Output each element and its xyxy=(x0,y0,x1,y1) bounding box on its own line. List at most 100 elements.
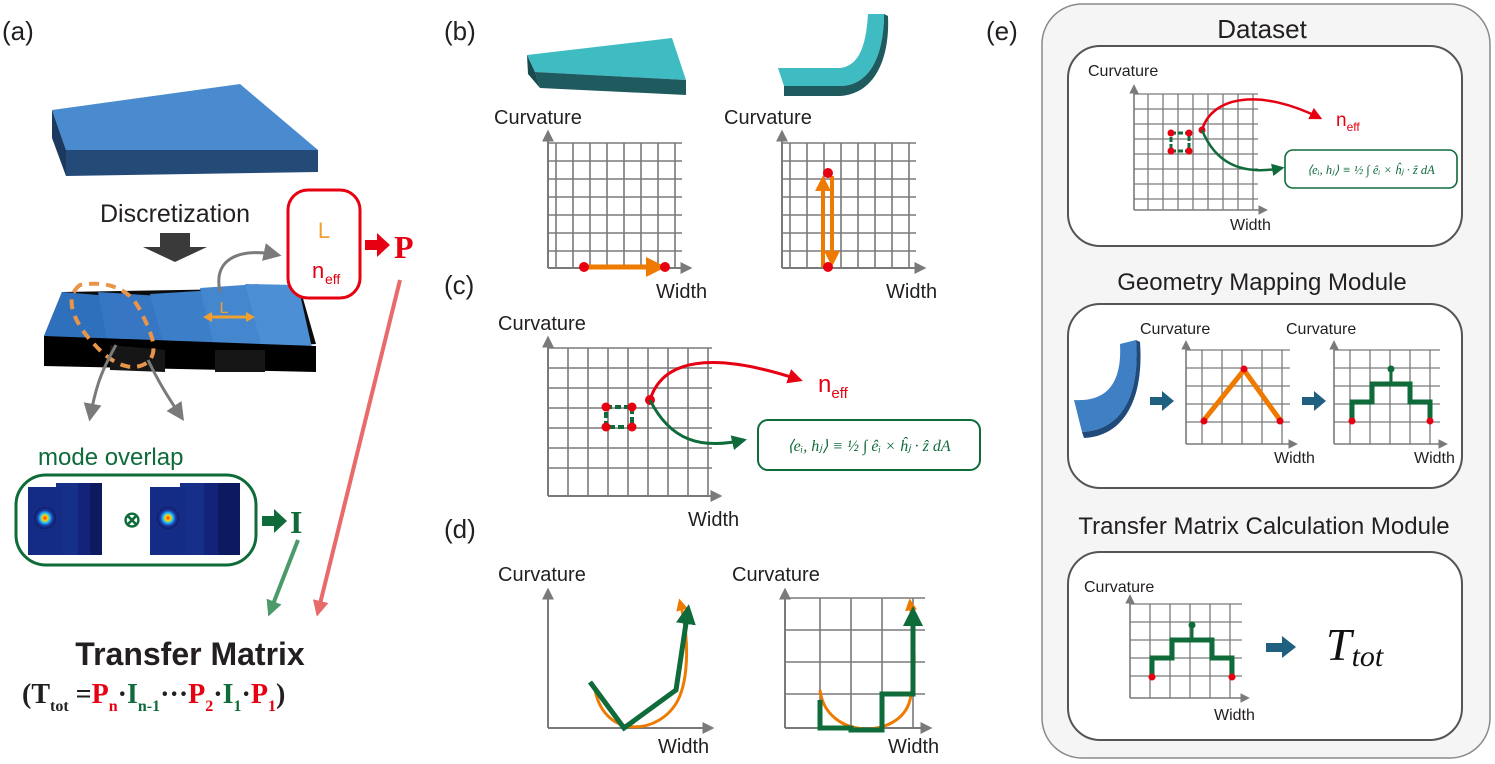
panel-a: (a) Discretization xyxy=(2,16,414,715)
tmc-box xyxy=(1067,551,1463,741)
gmm-right-peak-dot xyxy=(1387,365,1395,373)
d-right-curve xyxy=(818,598,918,731)
dataset-overlap-box xyxy=(1284,149,1458,189)
gmm-right-xlabel: Width xyxy=(1414,450,1455,467)
grid-b-right xyxy=(776,129,927,274)
dataset-ylabel: Curvature xyxy=(1088,63,1158,80)
segment-length-arrow xyxy=(203,312,255,322)
segment-parameter-box xyxy=(286,188,362,300)
c-xlabel: Width xyxy=(688,509,739,531)
c-overlap-integral: ⟨eᵢ, hⱼ⟩ ≡ ½ ∫ êᵢ × ĥⱼ · ẑ dA xyxy=(787,436,951,456)
bent-waveguide-3d xyxy=(778,14,889,96)
panel-c-label: (c) xyxy=(444,270,474,300)
tmc-xlabel: Width xyxy=(1214,707,1255,724)
discretization-label: Discretization xyxy=(100,200,250,228)
to-I-arrow xyxy=(262,509,287,533)
b-left-ylabel: Curvature xyxy=(494,107,582,129)
segment-length-label: L xyxy=(220,300,229,317)
panel-c: (c) Curvature Width neff ⟨eᵢ, hⱼ⟩ ≡ ½ ∫ … xyxy=(444,270,981,531)
dataset-box xyxy=(1067,45,1463,247)
panel-a-label: (a) xyxy=(2,16,34,46)
gmm-title: Geometry Mapping Module xyxy=(1117,269,1406,296)
box-L-label: L xyxy=(318,218,330,243)
tapered-waveguide-3d xyxy=(52,84,318,176)
gmm-left-peak xyxy=(1240,365,1248,373)
discretization-arrow xyxy=(143,233,207,262)
b-right-ylabel: Curvature xyxy=(724,107,812,129)
dataset-neighbor-square xyxy=(1167,126,1206,155)
mode-field-stack-right xyxy=(150,483,240,555)
box-eff-subscript: eff xyxy=(325,271,340,287)
discretized-waveguide-3d xyxy=(44,284,316,372)
panel-d-label: (d) xyxy=(444,514,476,544)
d-right-staircase xyxy=(817,606,923,733)
panel-e: (e) Dataset Curvature Width neff ⟨eᵢ, hⱼ… xyxy=(986,3,1491,759)
dataset-grid xyxy=(1129,84,1268,215)
d-left-polyline xyxy=(587,604,696,732)
b-left-path xyxy=(579,257,670,277)
gmm-left-end xyxy=(1276,417,1284,425)
dataset-to-neff-arrow xyxy=(1200,98,1323,131)
c-to-neff-arrow xyxy=(648,361,803,401)
box-n-label: n xyxy=(312,258,324,283)
c-ylabel: Curvature xyxy=(498,313,586,335)
panel-d: (d) Curvature Width Curvature Width xyxy=(444,514,939,758)
tmc-start xyxy=(1148,673,1156,681)
P-to-matrix-arrow xyxy=(312,279,402,617)
P-symbol: P xyxy=(394,229,414,265)
gmm-left-ylabel: Curvature xyxy=(1140,321,1210,338)
d-left-xlabel: Width xyxy=(658,736,709,758)
transfer-matrix-formula: (Ttot =Pn·In-1···P2·I1·P1) xyxy=(22,679,285,715)
dataset-to-overlap-arrow xyxy=(1200,129,1285,177)
straight-taper-3d xyxy=(527,38,686,95)
selected-interface-dashed-outline xyxy=(69,281,156,369)
c-to-overlap-arrow xyxy=(648,399,747,450)
dataset-xlabel: Width xyxy=(1230,217,1271,234)
dataset-title: Dataset xyxy=(1217,14,1307,44)
I-to-matrix-arrow xyxy=(266,539,300,617)
d-left-ylabel: Curvature xyxy=(498,564,586,586)
gmm-right-end xyxy=(1426,417,1434,425)
c-overlap-integral-box xyxy=(757,419,981,471)
tmc-title: Transfer Matrix Calculation Module xyxy=(1078,513,1449,540)
gmm-arrow-1 xyxy=(1150,391,1174,411)
d-right-ylabel: Curvature xyxy=(732,564,820,586)
mode-field-stack-left xyxy=(28,483,102,555)
grid-c xyxy=(542,335,723,502)
panel-b: (b) Curvature Width Curvature Width xyxy=(444,14,937,303)
tmc-arrow xyxy=(1266,636,1296,658)
tmc-end xyxy=(1228,673,1236,681)
tmc-peak-dot xyxy=(1188,621,1196,629)
overlap-arrow-right xyxy=(146,359,184,421)
gmm-bent-waveguide xyxy=(1074,340,1137,432)
d-right-xlabel: Width xyxy=(888,736,939,758)
overlap-operator: ⊗ xyxy=(123,507,141,532)
gmm-right-ylabel: Curvature xyxy=(1286,321,1356,338)
to-box-arrow xyxy=(217,243,282,293)
c-neighbor-square xyxy=(601,402,637,432)
dataset-neff-label: neff xyxy=(1336,110,1360,134)
panel-b-label: (b) xyxy=(444,16,476,46)
gmm-bent-waveguide-side xyxy=(1082,340,1141,438)
to-P-arrow xyxy=(365,233,390,257)
T-tot-result: Ttot xyxy=(1326,619,1384,673)
gmm-left-xlabel: Width xyxy=(1274,450,1315,467)
gmm-right-start xyxy=(1348,417,1356,425)
b-right-xlabel: Width xyxy=(886,281,937,303)
b-left-xlabel: Width xyxy=(656,281,707,303)
d-left-curve xyxy=(593,598,689,729)
I-symbol: I xyxy=(290,504,302,540)
overlap-arrow-left xyxy=(83,344,118,422)
gmm-left-grid xyxy=(1181,340,1298,449)
c-neff-label: neff xyxy=(818,371,849,402)
transfer-matrix-title: Transfer Matrix xyxy=(75,636,305,672)
b-right-path xyxy=(815,168,840,272)
panel-e-label: (e) xyxy=(986,16,1018,46)
gmm-left-start xyxy=(1200,417,1208,425)
grid-b-left xyxy=(542,129,693,274)
dataset-overlap-integral: ⟨eᵢ, hⱼ⟩ ≡ ½ ∫ êᵢ × ĥⱼ · ẑ dA xyxy=(1307,163,1435,178)
mode-overlap-label: mode overlap xyxy=(38,444,183,471)
tmc-ylabel: Curvature xyxy=(1084,579,1154,596)
gmm-arrow-2 xyxy=(1302,391,1326,411)
